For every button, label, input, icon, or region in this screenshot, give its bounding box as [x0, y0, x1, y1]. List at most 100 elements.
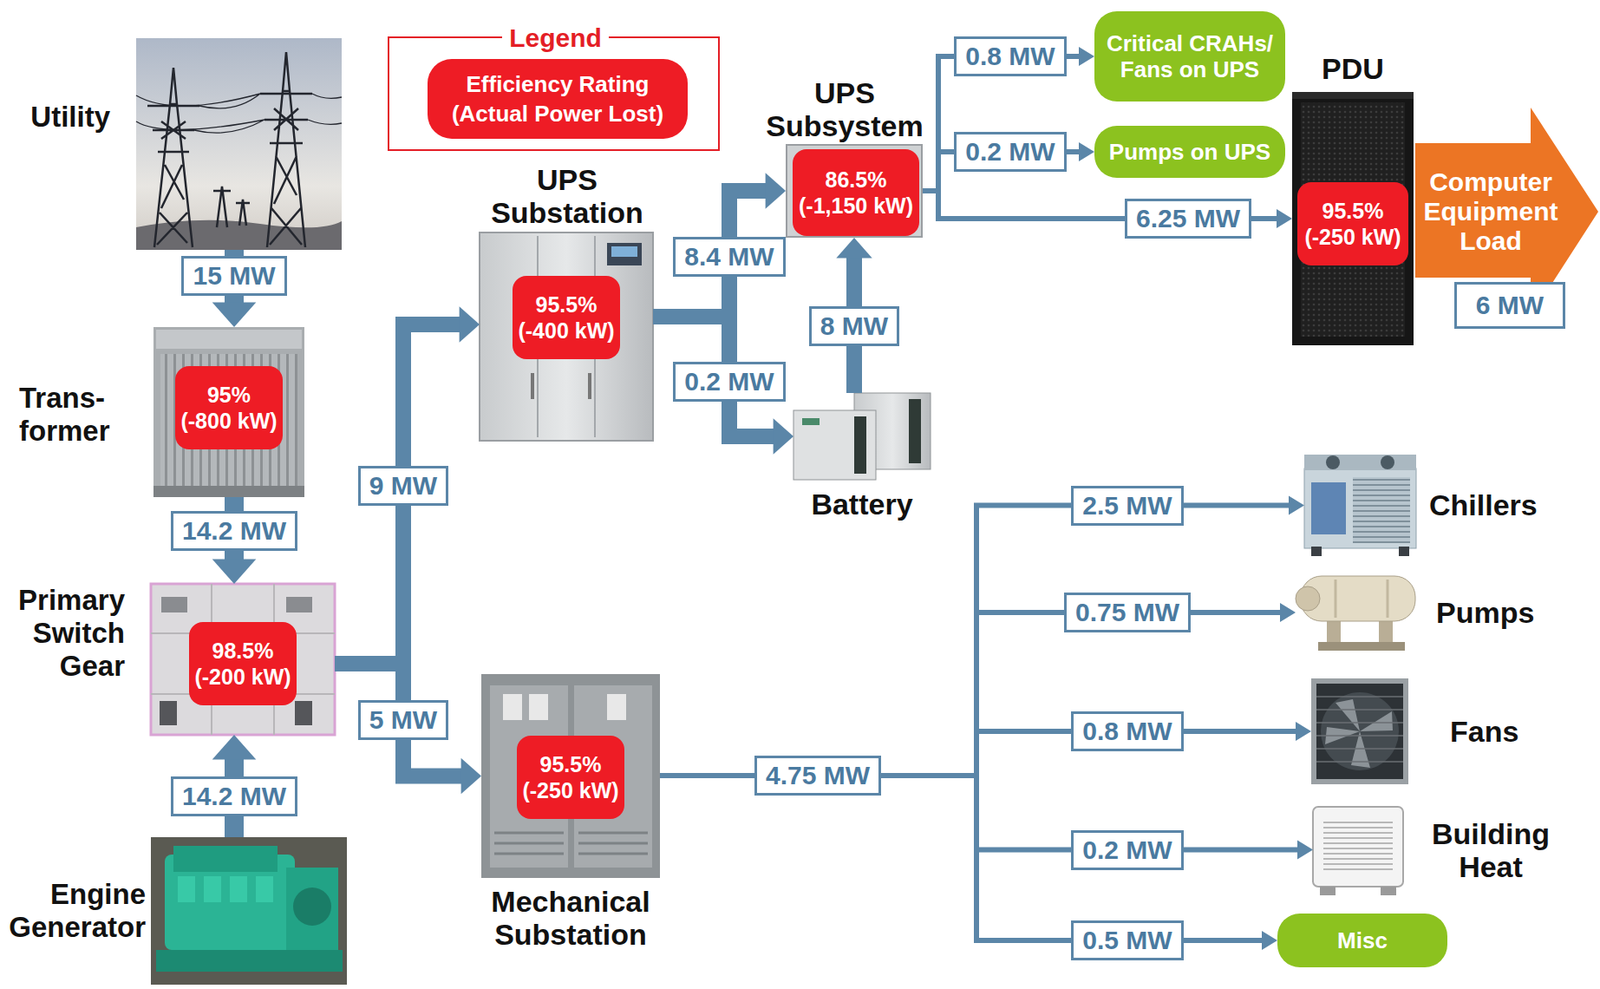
generator-photo: Engine Generator — [150, 836, 347, 985]
transmission-towers-photo-part-part — [147, 67, 200, 248]
heater-photo: Building Heat — [1312, 801, 1404, 898]
generator-photo-part — [293, 887, 332, 926]
power-value: 6 MW — [1463, 289, 1556, 321]
switchgear-photo-part — [286, 596, 313, 613]
flow-value-box: 15 MW — [181, 255, 287, 296]
power-value: 14.2 MW — [182, 780, 287, 812]
flow-value-box: 14.2 MW — [170, 510, 298, 551]
power-flow-arrow — [334, 663, 482, 794]
flow-value-box: 0.2 MW — [953, 131, 1066, 172]
component-label: Utility — [15, 100, 111, 134]
mechanical-substation-photo-part — [502, 693, 523, 720]
efficiency-badge: 95.5%(-400 kW) — [512, 275, 621, 360]
arrow-head — [1078, 142, 1095, 162]
chiller-photo-part — [1398, 546, 1410, 556]
power-flow-arrow — [653, 172, 786, 317]
efficiency-badge: 86.5%(-1,150 kW) — [792, 149, 920, 236]
power-value: 0.8 MW — [965, 40, 1055, 72]
efficiency-value: 98.5% — [194, 637, 292, 664]
switchgear-photo-part — [150, 583, 335, 735]
efficiency-value: 86.5% — [797, 166, 915, 193]
label-holder: Chillers — [1429, 488, 1568, 522]
pump-photo — [1295, 575, 1416, 651]
mechanical-substation-photo-part — [528, 693, 549, 720]
flow-value-box: 8 MW — [809, 306, 900, 347]
efficiency-badge: 95.5%(-250 kW) — [516, 735, 625, 819]
efficiency-value: (-250 kW) — [1302, 223, 1404, 250]
battery-photo: Battery — [793, 392, 931, 480]
fan-photo-part — [1320, 692, 1399, 771]
heater-photo-part — [1319, 886, 1336, 895]
efficiency-value: (-400 kW) — [517, 317, 615, 344]
label-holder: Fans — [1449, 714, 1555, 748]
flow-value-box: 4.75 MW — [754, 755, 882, 796]
pump-photo-part — [1335, 579, 1388, 618]
arrow-head — [1297, 840, 1313, 860]
load-pill: Pumps on UPS — [1094, 125, 1286, 178]
switchgear-photo: Primary Switch Gear98.5%(-200 kW) — [150, 583, 335, 735]
arrow-head — [765, 172, 786, 209]
component-label: Engine Generator — [3, 877, 146, 944]
power-value: 9 MW — [369, 470, 438, 502]
mechanical-substation-photo — [481, 673, 660, 878]
switchgear-photo-part — [150, 583, 335, 735]
flow-value-box: 5 MW — [358, 699, 449, 740]
flow-value-box: 2.5 MW — [1071, 485, 1183, 526]
legend-sample-badge: Efficiency Rating(Actual Power Lost) — [427, 58, 688, 139]
arrow-head — [212, 558, 257, 584]
arrow-head — [212, 301, 257, 327]
chiller-photo-part — [1380, 455, 1395, 470]
ups-substation-photo-part — [607, 242, 642, 266]
component-label: Trans- former — [19, 381, 122, 448]
label-holder: Legend — [389, 23, 722, 53]
ups-substation-photo-part — [611, 246, 638, 257]
flow-value-box: 0.75 MW — [1064, 592, 1191, 633]
label-holder: Battery — [783, 487, 941, 521]
heater-photo-part — [1323, 822, 1393, 869]
legend-box: LegendEfficiency Rating(Actual Power Los… — [387, 36, 720, 151]
mechanical-substation-photo-part — [494, 832, 648, 854]
power-flow-arrow — [653, 316, 794, 455]
efficiency-badge: 98.5%(-200 kW) — [189, 621, 297, 706]
generator-photo-part — [173, 845, 278, 872]
mechanical-substation-photo: Mechanical Substation95.5%(-250 kW) — [481, 673, 660, 878]
arrow-head — [1276, 208, 1293, 229]
power-flow-arrow — [659, 496, 1305, 777]
power-flow-arrow — [659, 602, 1296, 776]
chiller-photo-part — [1304, 454, 1417, 471]
component-label: Mechanical Substation — [468, 884, 673, 951]
power-value: 14.2 MW — [182, 515, 287, 547]
transformer-photo: Trans- former95%(-800 kW) — [153, 326, 305, 497]
chiller-photo — [1304, 454, 1417, 556]
arrow-head — [1288, 496, 1305, 516]
chiller-photo-part — [1311, 482, 1346, 535]
power-value: 4.75 MW — [765, 759, 870, 791]
battery-photo-part — [802, 417, 820, 425]
transmission-towers-photo-part-part — [136, 93, 342, 133]
label-holder: Mechanical Substation — [468, 884, 673, 951]
flow-value-box: 0.8 MW — [1071, 711, 1183, 752]
fan-photo: Fans — [1311, 678, 1409, 784]
fan-photo-part — [1316, 696, 1404, 762]
heater-photo — [1312, 806, 1404, 895]
power-value: 0.2 MW — [684, 365, 774, 398]
ups-substation-photo — [479, 232, 654, 441]
arrow-head — [459, 306, 480, 342]
label-holder: Engine Generator — [3, 877, 146, 944]
flow-line — [334, 324, 461, 664]
ups-subsystem-box: UPS Subsystem86.5%(-1,150 kW) — [785, 143, 923, 238]
load-pill: Critical CRAHs/ Fans on UPS — [1094, 11, 1286, 102]
flow-value-box: 0.8 MW — [953, 36, 1066, 77]
arrow-head — [461, 757, 482, 794]
efficiency-value: 95.5% — [522, 751, 620, 778]
efficiency-value: (-200 kW) — [194, 663, 292, 690]
heater-photo-part — [1380, 886, 1397, 895]
transmission-towers-photo-part-part — [213, 186, 250, 228]
fan-photo-part — [1316, 683, 1404, 779]
component-label: UPS Subsystem — [757, 76, 932, 143]
label-holder: Utility — [15, 100, 111, 134]
load-name: Critical CRAHs/ Fans on UPS — [1101, 30, 1279, 83]
load-name: Misc — [1284, 927, 1441, 954]
switchgear-photo-part — [161, 596, 188, 613]
chiller-photo-part — [1304, 468, 1417, 549]
